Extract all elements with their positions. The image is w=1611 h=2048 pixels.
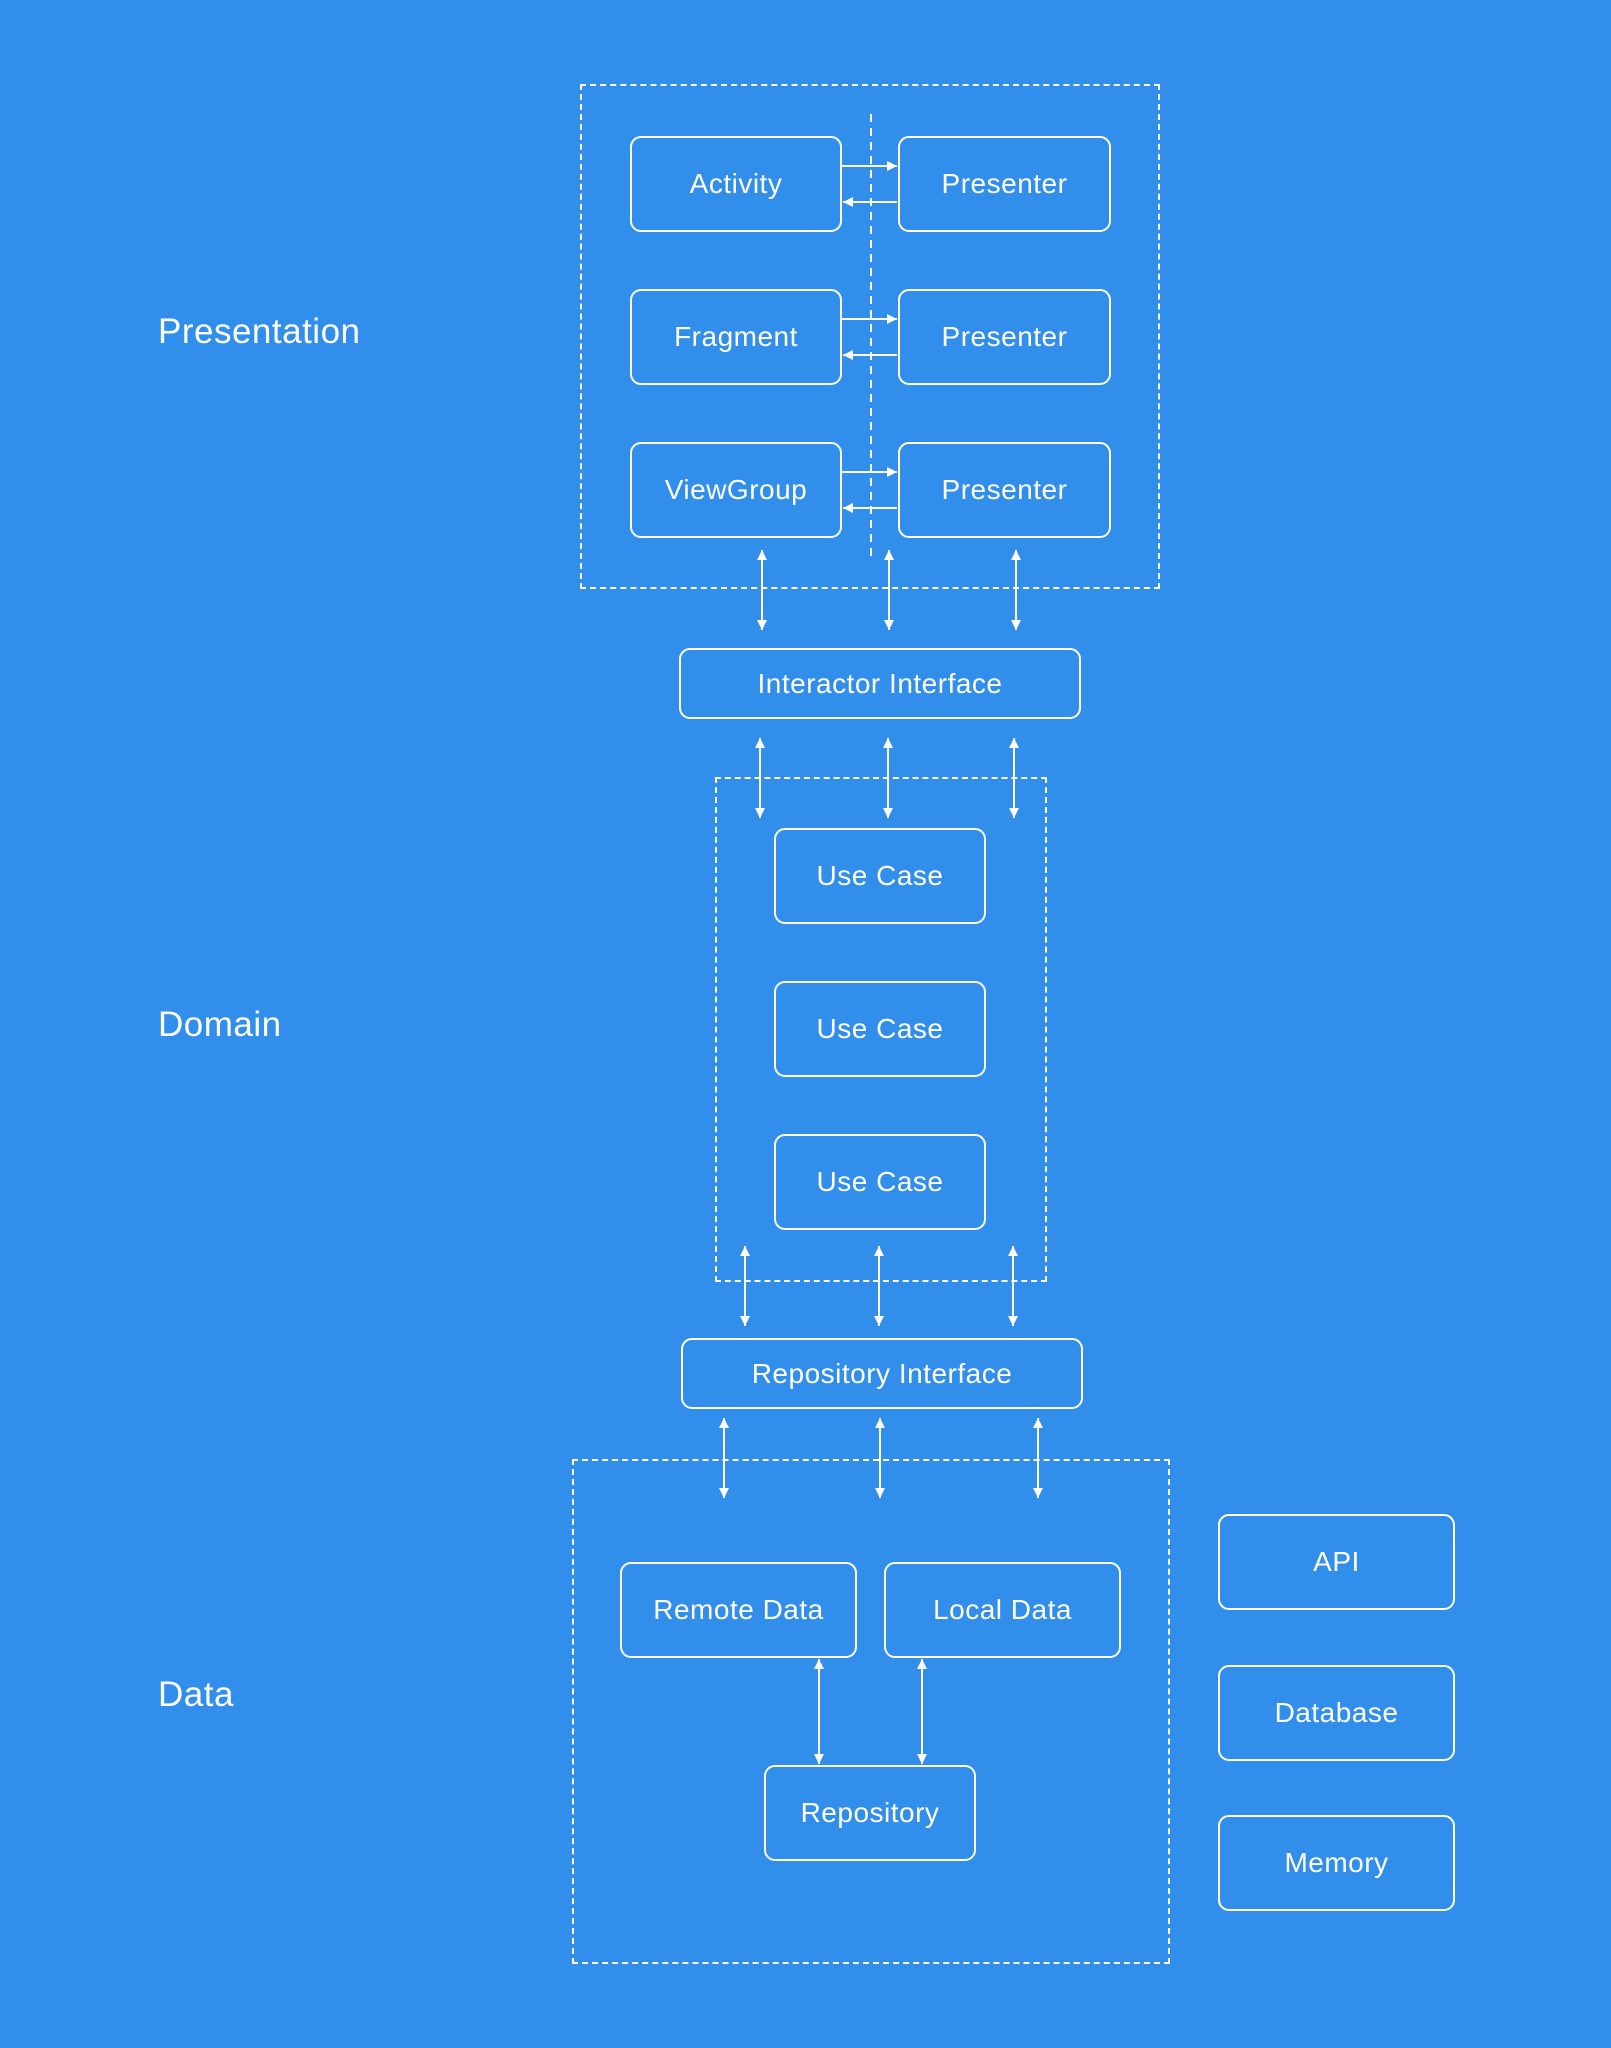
presenter-box: Presenter — [898, 442, 1111, 538]
layer-label-domain: Domain — [158, 1005, 282, 1044]
view-box-activity: Activity — [630, 136, 842, 232]
remote-data-box: Remote Data — [620, 1562, 857, 1658]
source-box-api: API — [1218, 1514, 1455, 1610]
source-box-memory: Memory — [1218, 1815, 1455, 1911]
use-case-box: Use Case — [774, 828, 986, 924]
local-data-box: Local Data — [884, 1562, 1121, 1658]
repository-box: Repository — [764, 1765, 976, 1861]
interactor-interface-box: Interactor Interface — [679, 648, 1081, 719]
presenter-box: Presenter — [898, 289, 1111, 385]
repository-interface-box: Repository Interface — [681, 1338, 1083, 1409]
layer-label-presentation: Presentation — [158, 312, 361, 351]
data-group — [572, 1459, 1170, 1964]
use-case-box: Use Case — [774, 1134, 986, 1230]
view-box-fragment: Fragment — [630, 289, 842, 385]
source-box-database: Database — [1218, 1665, 1455, 1761]
presentation-group — [580, 84, 1160, 589]
presenter-box: Presenter — [898, 136, 1111, 232]
use-case-box: Use Case — [774, 981, 986, 1077]
view-box-viewgroup: ViewGroup — [630, 442, 842, 538]
layer-label-data: Data — [158, 1675, 234, 1714]
